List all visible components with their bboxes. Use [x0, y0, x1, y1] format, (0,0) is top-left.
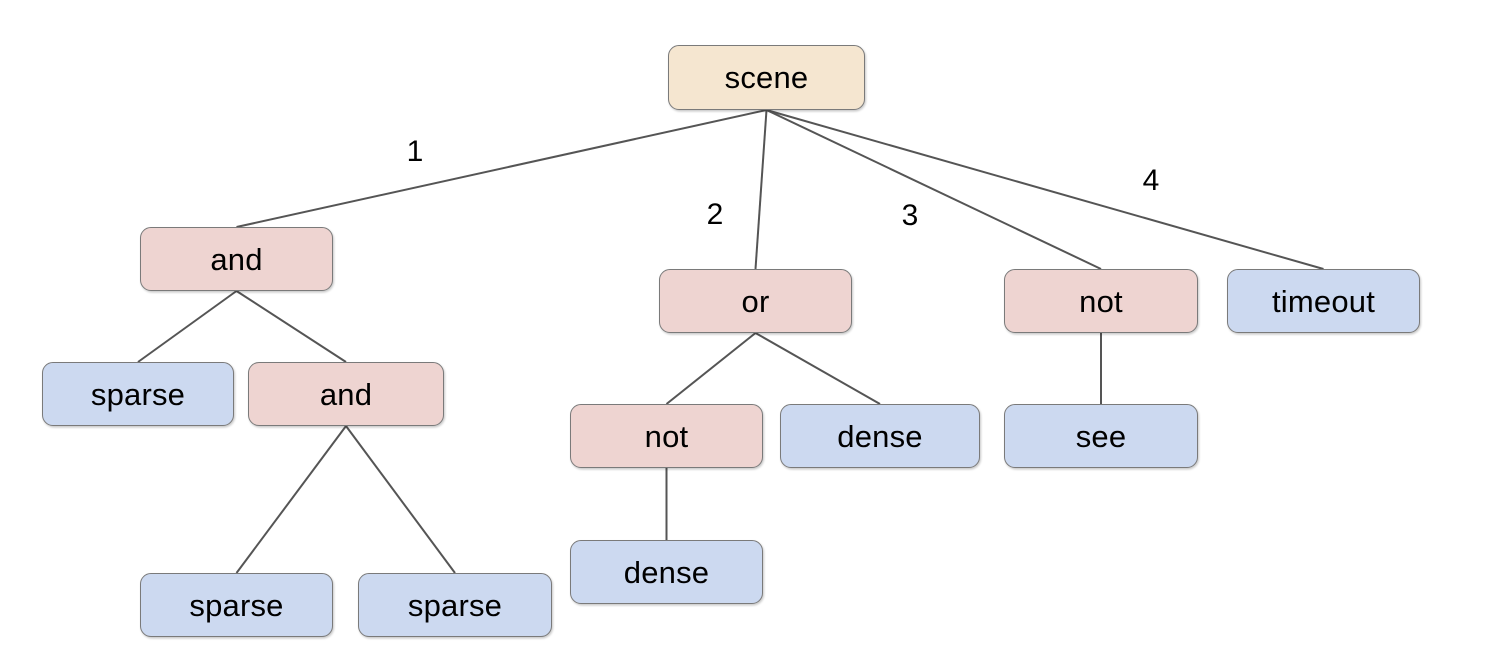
tree-node-not[interactable]: not — [1004, 269, 1198, 333]
tree-edge-n1-n5 — [137, 290, 238, 363]
tree-edge-n0-n1 — [236, 109, 767, 228]
tree-node-see[interactable]: see — [1004, 404, 1198, 468]
tree-node-sparse[interactable]: sparse — [42, 362, 234, 426]
tree-node-label: sparse — [189, 587, 284, 623]
tree-node-label: sparse — [90, 376, 186, 412]
tree-edge-n2-n8 — [755, 332, 881, 405]
tree-node-scene[interactable]: scene — [668, 45, 865, 110]
tree-node-label: not — [1079, 283, 1123, 319]
tree-node-label: dense — [623, 554, 710, 590]
tree-edge-n2-n7 — [665, 332, 757, 405]
tree-node-label: not — [644, 418, 689, 454]
tree-node-label: see — [1075, 418, 1127, 454]
tree-node-label: and — [319, 376, 373, 412]
tree-node-sparse[interactable]: sparse — [358, 573, 552, 637]
tree-node-and[interactable]: and — [248, 362, 444, 426]
tree-edge-n0-n4 — [766, 109, 1324, 270]
tree-edge-n0-n2 — [754, 109, 768, 270]
tree-node-dense[interactable]: dense — [780, 404, 980, 468]
tree-edge-n6-n10 — [235, 425, 347, 574]
tree-node-sparse[interactable]: sparse — [140, 573, 333, 637]
edge-label-1: 1 — [406, 135, 424, 168]
tree-node-dense[interactable]: dense — [570, 540, 763, 604]
edge-label-3: 3 — [901, 199, 919, 232]
tree-node-not[interactable]: not — [570, 404, 763, 468]
tree-edge-n6-n11 — [345, 425, 456, 574]
tree-edge-n0-n3 — [766, 109, 1102, 270]
edge-label-2: 2 — [706, 198, 724, 231]
tree-node-label: timeout — [1271, 283, 1376, 319]
tree-node-label: sparse — [407, 587, 503, 623]
tree-node-or[interactable]: or — [659, 269, 852, 333]
tree-node-label: dense — [837, 418, 923, 454]
tree-node-label: or — [741, 283, 770, 319]
edge-label-4: 4 — [1142, 164, 1160, 197]
tree-node-timeout[interactable]: timeout — [1227, 269, 1420, 333]
tree-node-and[interactable]: and — [140, 227, 333, 291]
tree-node-label: and — [210, 241, 263, 277]
tree-node-label: scene — [724, 60, 809, 95]
tree-edge-n1-n6 — [235, 290, 347, 363]
